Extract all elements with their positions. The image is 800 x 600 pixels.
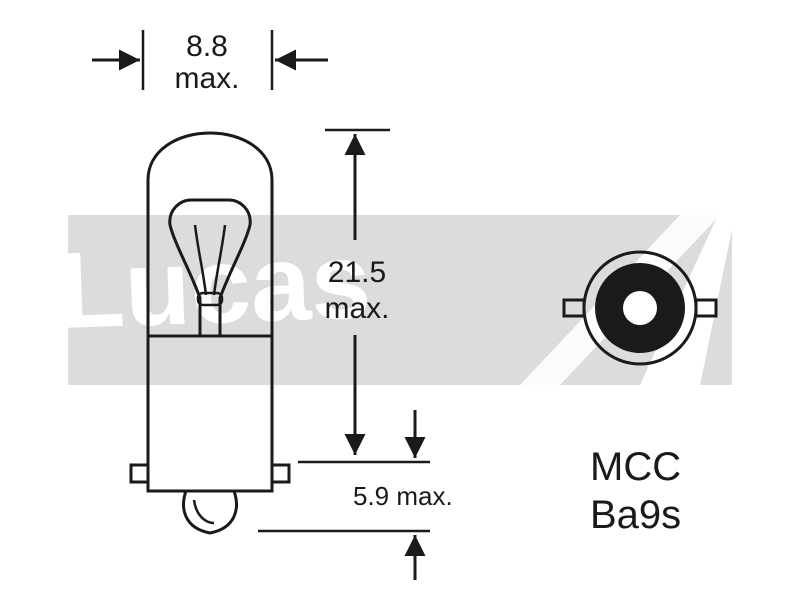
bulb-filament [168, 198, 252, 336]
end-center-contact [623, 291, 657, 325]
filament-support [196, 291, 224, 307]
bulb-pin-right [270, 463, 291, 484]
bulb-code-line2: Ba9s [590, 493, 681, 537]
base-offset-dimension: 5.9 max. [258, 410, 453, 580]
width-dimension: 8.8 max. [92, 30, 328, 95]
height-dimension: 21.5 max. [324, 128, 390, 455]
height-qualifier-label: max. [324, 292, 389, 325]
filament-inner [193, 224, 227, 296]
bulb-contact-shade [192, 499, 215, 525]
bulb-glass [146, 131, 274, 336]
end-outer-ring [582, 250, 698, 366]
width-value-label: 8.8 [186, 30, 228, 63]
bulb-base [146, 334, 274, 493]
height-value-label: 21.5 [328, 256, 386, 289]
offset-label: 5.9 max. [353, 481, 453, 511]
bulb-end-view [562, 250, 718, 366]
bulb-code-line1: MCC [590, 445, 681, 489]
bulb-code: MCC Ba9s [590, 445, 681, 537]
bulb-contact [182, 490, 238, 535]
bulb-side-view [129, 131, 291, 535]
width-qualifier-label: max. [174, 62, 239, 95]
bulb-pin-left [129, 463, 150, 484]
